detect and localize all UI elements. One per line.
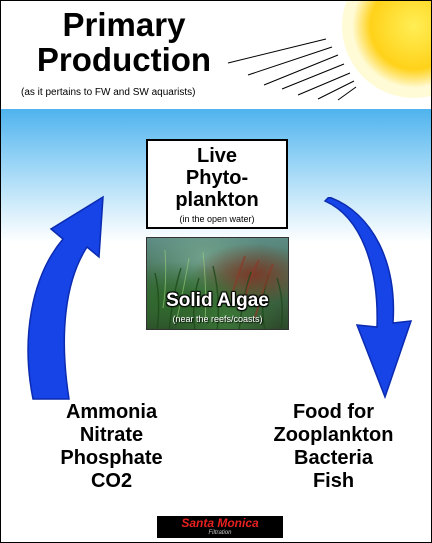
phytoplankton-note: (in the open water) xyxy=(179,214,255,224)
nutrient-item: Phosphate xyxy=(60,447,163,469)
santa-monica-logo: Santa Monica Filtration xyxy=(157,516,283,538)
phytoplankton-box: Live Phyto- plankton (in the open water) xyxy=(146,139,288,229)
logo-main-text: Santa Monica xyxy=(181,516,259,530)
nutrient-item: CO2 xyxy=(90,470,133,492)
phyto-line-3: plankton xyxy=(175,189,259,211)
logo-sub-text: Filtration xyxy=(208,530,232,536)
nutrient-item: Ammonia xyxy=(65,401,158,423)
consumer-item: Bacteria xyxy=(294,447,373,469)
consumer-item: Food for xyxy=(292,401,375,423)
title-line-2: Production xyxy=(36,41,212,78)
consumer-item: Zooplankton xyxy=(273,424,394,446)
sun-icon xyxy=(226,1,431,111)
consumer-item: Fish xyxy=(312,470,355,492)
phytoplankton-title: Live Phyto- plankton xyxy=(148,145,286,211)
page-subtitle: (as it pertains to FW and SW aquarists) xyxy=(21,87,196,98)
nutrient-item: Nitrate xyxy=(79,424,144,446)
nutrients-list: Ammonia Nitrate Phosphate CO2 xyxy=(29,401,194,493)
title-line-1: Primary xyxy=(62,6,186,43)
solid-algae-title: Solid Algae xyxy=(166,290,269,311)
cycle-arrow-up-icon xyxy=(27,195,104,400)
phyto-line-2: Phyto- xyxy=(185,167,249,189)
solid-algae-photo: Solid Algae (near the reefs/coasts) xyxy=(146,237,289,330)
page-title: Primary Production xyxy=(19,7,229,77)
phyto-line-1: Live xyxy=(196,145,238,167)
algae-texture-icon xyxy=(154,249,284,329)
solid-algae-note: (near the reefs/coasts) xyxy=(172,314,263,324)
consumers-list: Food for Zooplankton Bacteria Fish xyxy=(251,401,416,493)
cycle-arrow-down-icon xyxy=(323,197,413,400)
